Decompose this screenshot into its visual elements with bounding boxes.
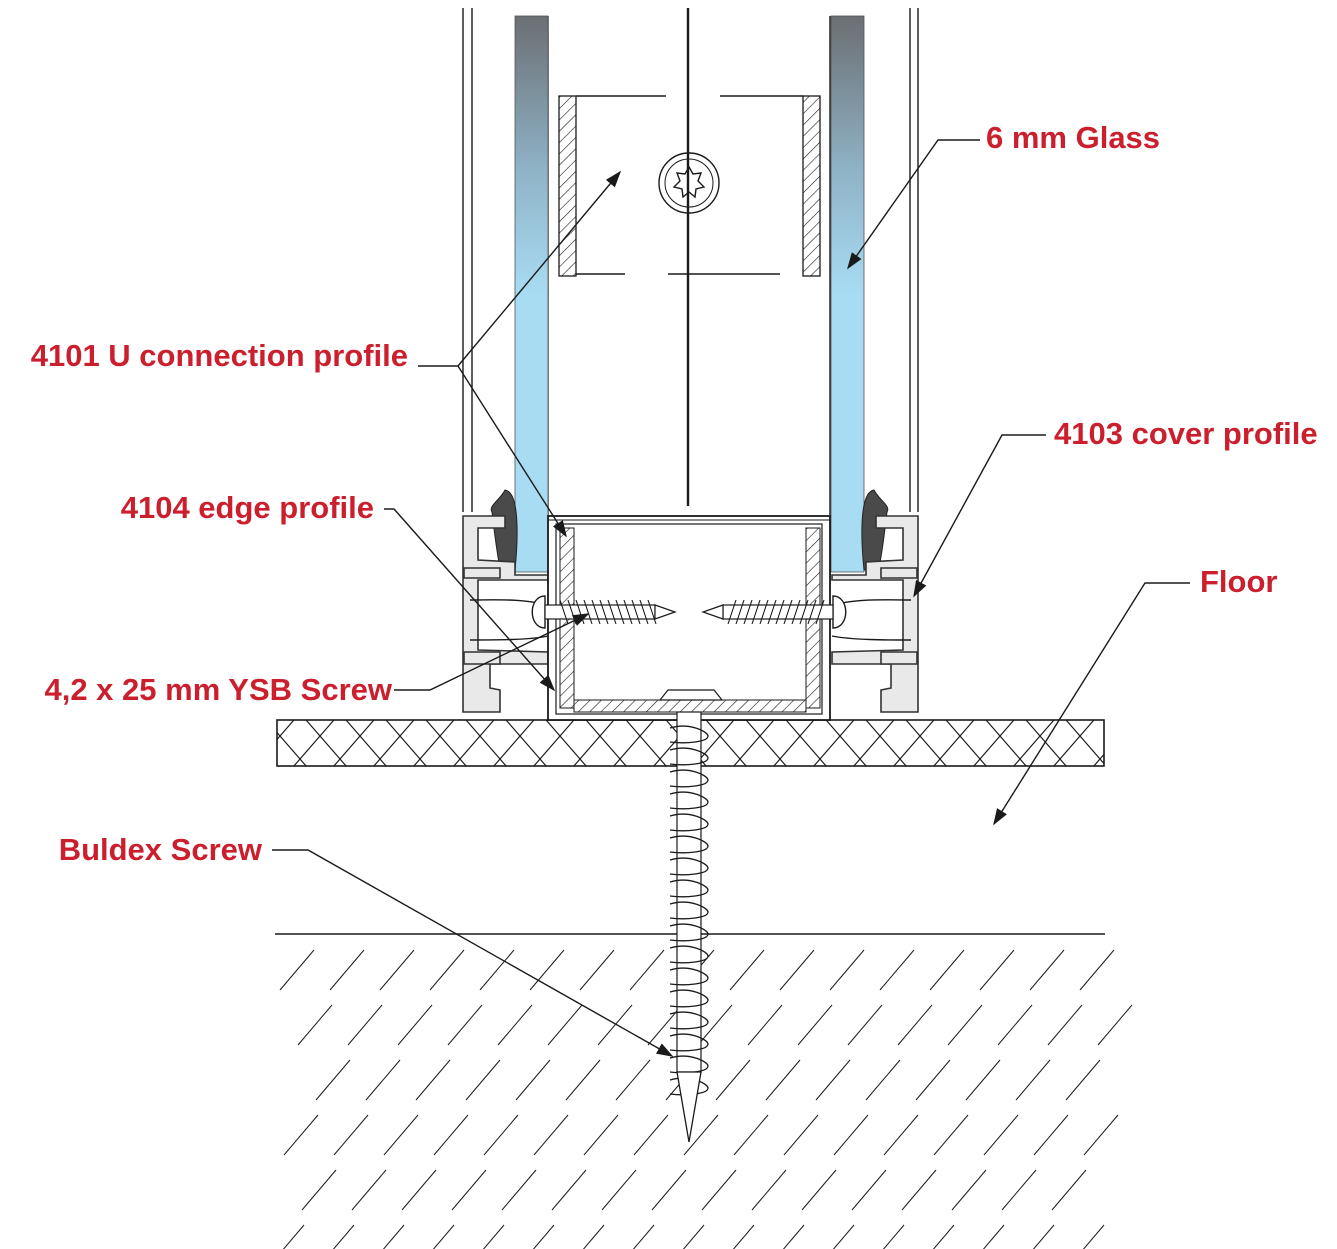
glass-pane-right	[830, 15, 865, 573]
clamp-plate-detail	[558, 95, 821, 277]
label-4104-edge-profile: 4104 edge profile	[121, 490, 374, 525]
glass-pane-left	[514, 15, 549, 573]
leader-lines	[272, 139, 1190, 1057]
torx-screw-head-icon	[658, 152, 720, 214]
rubber-gaskets	[490, 489, 889, 571]
cover-profile-right	[831, 515, 919, 713]
glass-panes	[514, 15, 865, 573]
label-ysb-screw: 4,2 x 25 mm YSB Screw	[44, 672, 392, 707]
buldex-screw	[669, 711, 709, 1143]
label-6mm-glass: 6 mm Glass	[986, 120, 1160, 155]
concrete-ground	[275, 933, 1133, 1249]
label-buldex-screw: Buldex Screw	[59, 832, 263, 867]
label-floor: Floor	[1200, 564, 1278, 599]
label-4103-cover-profile: 4103 cover profile	[1054, 416, 1318, 451]
label-4101-u-connection-profile: 4101 U connection profile	[31, 338, 408, 373]
ysb-screw-right	[701, 595, 847, 629]
